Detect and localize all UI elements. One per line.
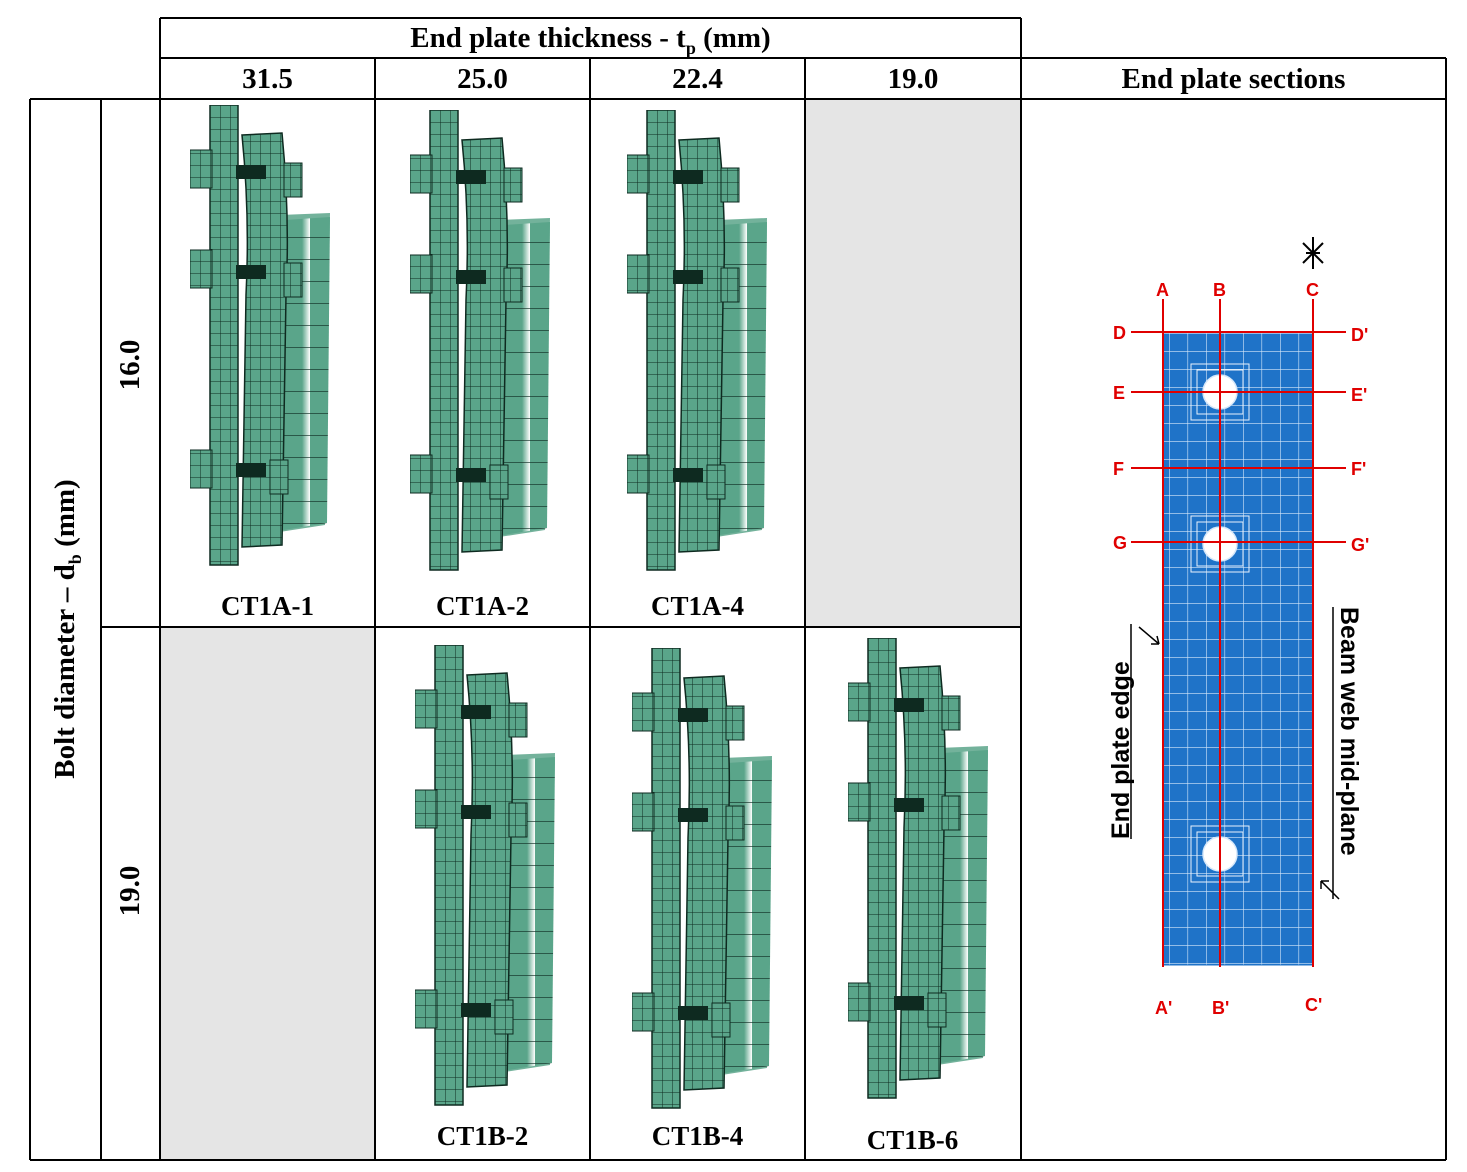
specimen-label-ct1a-2: CT1A-2 [436,591,529,621]
label-d-prime: D' [1351,325,1368,345]
end-plate-section-diagram: A B C A' B' C' D E F G D' E' F' G' End p… [1107,237,1369,1018]
end-plate-mesh [1162,331,1314,966]
specimen-label-ct1a-4: CT1A-4 [651,591,744,621]
label-e-prime: E' [1351,385,1367,405]
specimen-label-ct1a-1: CT1A-1 [221,591,314,621]
empty-cell-r2c1 [161,627,375,1160]
thickness-group-title: End plate thickness - tp (mm) [410,22,771,58]
mesh-ct1a-1 [190,105,331,566]
mesh-ct1a-2 [410,110,551,571]
mesh-ct1b-2 [415,645,556,1106]
beam-web-mid-plane-label: Beam web mid-plane [1335,607,1363,856]
column-header-1: 31.5 [242,63,293,95]
specimen-label-ct1b-2: CT1B-2 [436,1121,529,1151]
row-header-2: 19.0 [114,865,146,917]
column-header-2: 25.0 [457,63,508,95]
label-a: A [1156,280,1169,300]
label-b-prime: B' [1212,998,1229,1018]
label-d: D [1113,323,1126,343]
thickness-subscript: p [685,37,696,58]
row-header-1: 16.0 [114,339,146,391]
empty-cell-r1c4 [806,99,1020,627]
mesh-ct1b-4 [632,648,773,1109]
column-header-4: 19.0 [887,63,939,95]
label-f-prime: F' [1351,459,1366,479]
label-g: G [1113,533,1127,553]
label-g-prime: G' [1351,535,1369,555]
label-c-prime: C' [1305,995,1322,1015]
specimen-label-ct1b-6: CT1B-6 [866,1125,959,1155]
label-c: C [1306,280,1319,300]
mesh-ct1b-6 [848,638,989,1099]
symmetry-icon [1302,237,1324,269]
mesh-ct1a-4 [627,110,768,571]
label-b: B [1213,280,1226,300]
label-a-prime: A' [1155,998,1172,1018]
bolt-diameter-label: Bolt diameter – db (mm) [49,479,85,779]
specimen-label-ct1b-4: CT1B-4 [651,1121,744,1151]
sections-header: End plate sections [1121,63,1346,95]
label-f: F [1113,459,1124,479]
label-e: E [1113,383,1125,403]
column-header-3: 22.4 [672,63,723,95]
